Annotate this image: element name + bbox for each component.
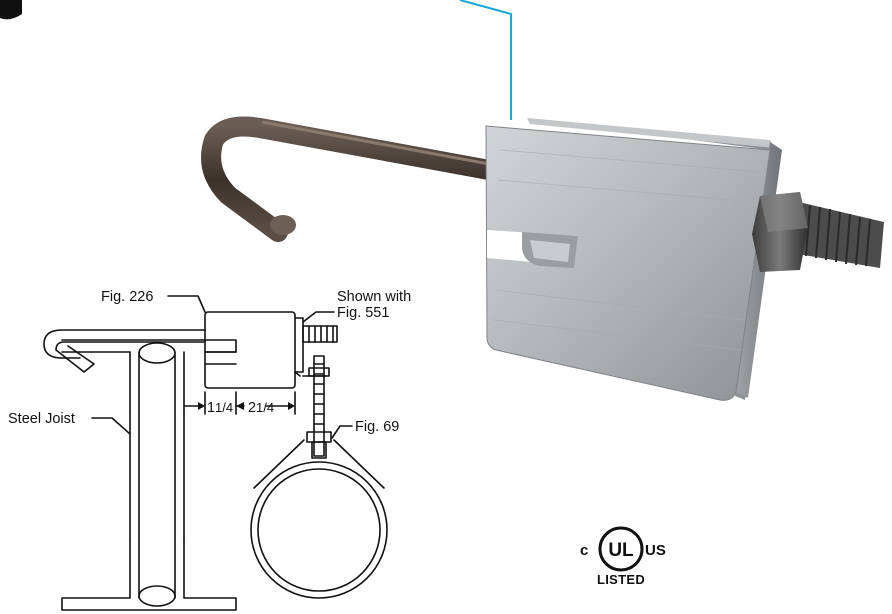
leader-shown-with bbox=[302, 311, 335, 323]
installation-drawing bbox=[43, 295, 388, 611]
label-shown-with-line1: Shown with bbox=[337, 289, 411, 305]
heading-fragment bbox=[0, 0, 22, 20]
dimension-1-fraction: 1/4 bbox=[215, 400, 233, 415]
label-steel-joist: Steel Joist bbox=[8, 411, 75, 427]
ul-listed-mark: UL c US LISTED bbox=[580, 526, 666, 587]
dimension-2-fraction: 1/4 bbox=[256, 400, 274, 415]
clamp-block-photo bbox=[485, 118, 782, 401]
label-fig-226: Fig. 226 bbox=[101, 289, 153, 305]
dimension-1: 1 bbox=[207, 400, 215, 416]
nut-and-bolt-photo bbox=[752, 192, 884, 272]
dimension-2: 2 bbox=[248, 400, 256, 416]
label-shown-with-line2: Fig. 551 bbox=[337, 305, 389, 321]
drawing-threaded-rod bbox=[313, 355, 325, 457]
drawing-pipe-hanger bbox=[253, 439, 385, 489]
drawing-hook-rod bbox=[43, 329, 206, 359]
leader-steel-joist bbox=[91, 417, 131, 435]
drawing-clamp-block bbox=[204, 311, 296, 389]
leader-fig-226 bbox=[167, 295, 206, 313]
ul-us-text: US bbox=[645, 542, 666, 559]
ul-c-text: c bbox=[580, 542, 588, 559]
hook-rod-photo bbox=[201, 116, 510, 242]
label-fig-69: Fig. 69 bbox=[355, 419, 399, 435]
drawing-joist-web bbox=[129, 351, 185, 413]
ul-listed-text: LISTED bbox=[597, 572, 645, 587]
accent-leader-line bbox=[459, 0, 512, 120]
leader-fig-69 bbox=[331, 425, 353, 439]
ul-letters: UL bbox=[608, 540, 634, 561]
